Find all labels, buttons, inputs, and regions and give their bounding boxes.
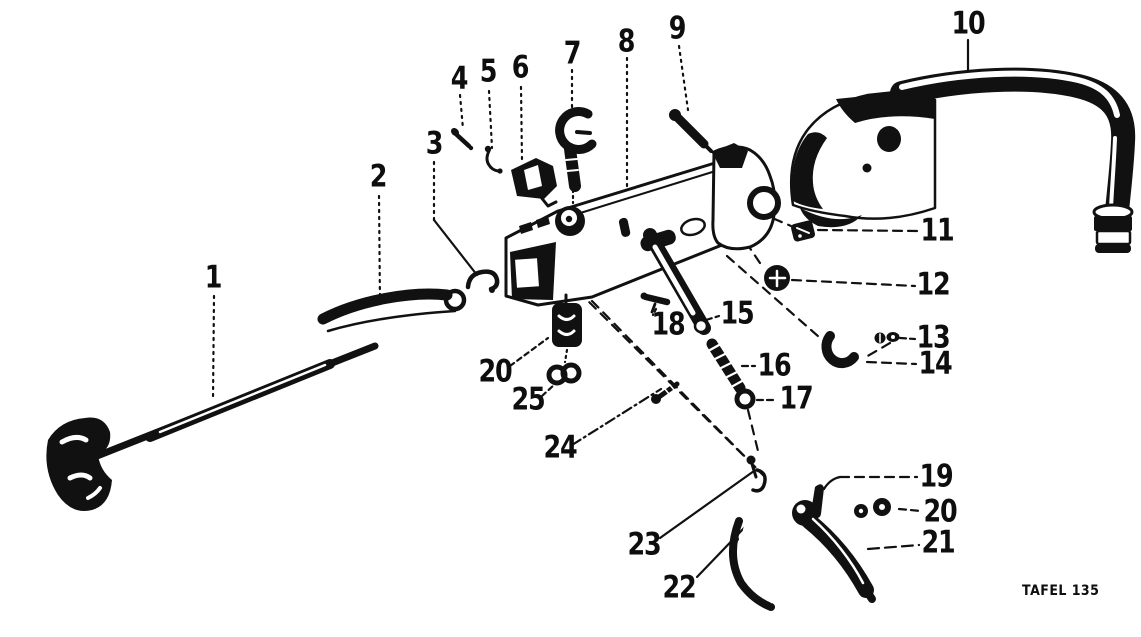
part-5-cotter-pin (484, 145, 503, 174)
callout-1: 1 (204, 259, 223, 296)
callout-9: 9 (668, 10, 687, 47)
part-13-screw (874, 332, 900, 344)
callout-22: 22 (662, 569, 697, 606)
part-17-ring (734, 388, 756, 410)
part-15-link-rod (643, 228, 711, 335)
part-22-blade (728, 517, 775, 611)
callout-17: 17 (779, 380, 814, 417)
plate-caption: TAFEL 135 (1022, 583, 1100, 599)
callout-15: 15 (720, 295, 755, 332)
part-10-main-handle (789, 67, 1136, 253)
part-20-nuts (854, 498, 891, 518)
callout-23: 23 (627, 526, 662, 563)
callout-20-left: 20 (478, 353, 513, 390)
part-18-t-pin (640, 292, 671, 314)
callout-24: 24 (543, 429, 578, 466)
part-25-wing-nut (546, 362, 582, 386)
part-3-hook (465, 269, 500, 293)
part-16-spring (706, 338, 746, 394)
callout-8: 8 (617, 23, 636, 60)
callout-5: 5 (479, 53, 498, 90)
callout-2: 2 (369, 158, 388, 195)
part-7-hook-bolt (555, 107, 597, 192)
callout-10: 10 (951, 5, 986, 42)
callout-6: 6 (511, 49, 530, 86)
part-21-lever-blade (792, 500, 876, 603)
part-8-pin (618, 217, 631, 237)
callout-16: 16 (757, 347, 792, 384)
part-6-bracket (511, 158, 558, 208)
callout-25: 25 (511, 381, 546, 418)
part-4-screw (450, 127, 474, 151)
callout-12: 12 (916, 266, 951, 303)
part-1-rod-with-t-handle (46, 342, 379, 511)
callout-20-right: 20 (923, 493, 958, 530)
part-24-screw (651, 381, 680, 404)
part-2-curved-lever (317, 288, 467, 333)
part-9-bolt (669, 109, 713, 153)
callout-4: 4 (450, 60, 469, 97)
part-20-cylinder (552, 293, 582, 347)
callout-18: 18 (651, 306, 686, 343)
callout-21: 21 (921, 524, 956, 561)
part-12-round-nut (764, 265, 790, 291)
part-14-clip (821, 331, 859, 368)
part-23-rivet (746, 455, 767, 493)
callout-3: 3 (425, 125, 444, 162)
callout-19: 19 (919, 458, 954, 495)
part-11-nut (790, 220, 816, 242)
callout-11: 11 (920, 212, 955, 249)
callout-7: 7 (563, 35, 582, 72)
main-body-frame (504, 143, 781, 307)
callout-14: 14 (918, 345, 953, 382)
callout-13: 13 (916, 319, 951, 356)
